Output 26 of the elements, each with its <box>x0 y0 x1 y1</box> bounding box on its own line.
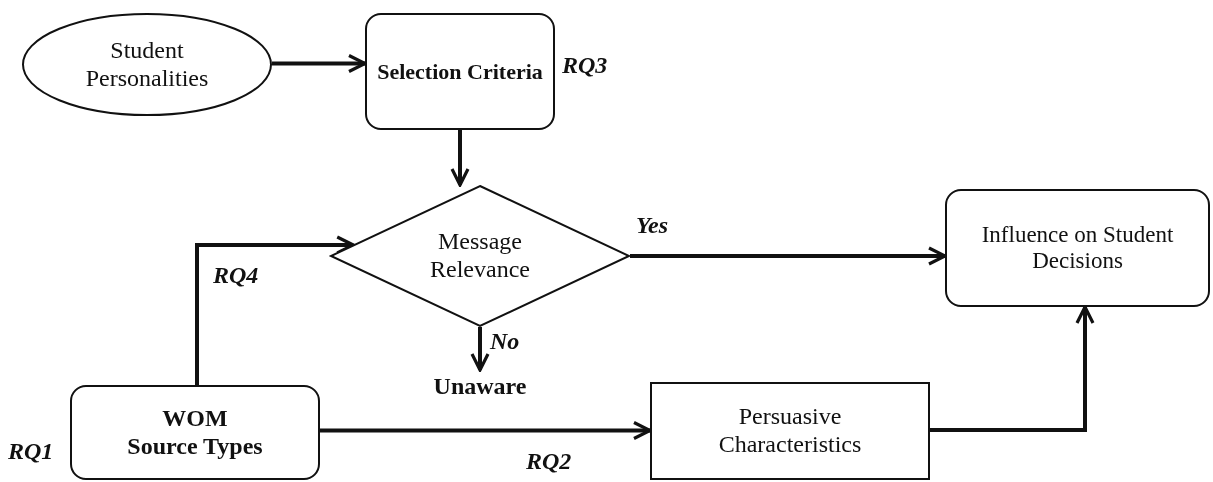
node-label: Influence on Student Decisions <box>980 221 1175 275</box>
node-label: Persuasive Characteristics <box>717 403 863 459</box>
process-box <box>70 385 320 480</box>
arrow <box>320 420 652 441</box>
edge-label: Yes <box>636 212 668 239</box>
research-question-label: RQ3 <box>562 52 608 79</box>
node-label: Student Personalities <box>84 36 210 93</box>
ellipse-node <box>22 13 272 116</box>
node-label: Selection Criteria <box>377 58 543 85</box>
arrow <box>272 53 367 74</box>
research-question-label: RQ1 <box>8 438 54 465</box>
process-box <box>945 189 1210 307</box>
decision-diamond <box>330 185 630 327</box>
node-label: Unaware <box>433 373 527 401</box>
node-label: WOM Source Types <box>127 404 263 461</box>
edge-label: RQ2 <box>526 448 572 475</box>
process-box <box>365 13 555 130</box>
edge-label: RQ4 <box>213 262 259 289</box>
arrow <box>930 305 1095 432</box>
edge-label: No <box>490 328 520 355</box>
arrow <box>630 246 947 266</box>
arrow <box>450 130 470 187</box>
arrow <box>195 235 355 385</box>
arrow <box>470 327 490 372</box>
node-label: Message Relevance <box>429 228 531 284</box>
process-box <box>650 382 930 480</box>
